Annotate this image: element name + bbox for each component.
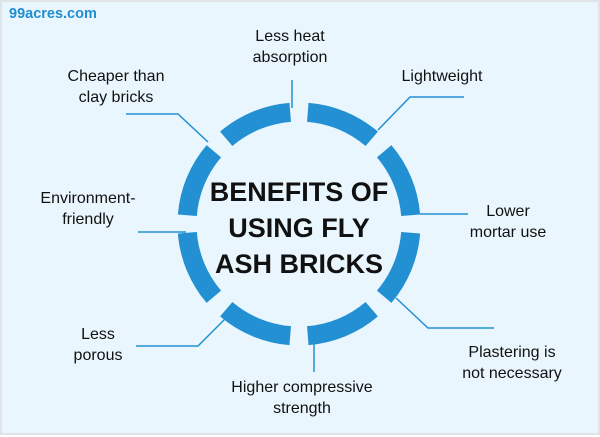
title-line: ASH BRICKS bbox=[214, 249, 384, 279]
ring-segment bbox=[177, 145, 222, 217]
benefit-lightweight: Lightweight bbox=[401, 68, 483, 85]
segmented-ring bbox=[177, 102, 421, 346]
leader-line bbox=[395, 297, 494, 329]
leader-line bbox=[126, 113, 209, 143]
ring-segment bbox=[220, 301, 292, 346]
ring-segment bbox=[177, 231, 222, 303]
center-title: BENEFITS OF USING FLY ASH BRICKS bbox=[210, 174, 389, 282]
leader-line bbox=[136, 315, 229, 347]
title-line: BENEFITS OF bbox=[209, 177, 389, 207]
ring-segment bbox=[376, 145, 421, 217]
ring-segment bbox=[376, 231, 421, 303]
title-line: USING FLY bbox=[228, 213, 370, 243]
ring-segment bbox=[220, 102, 292, 147]
ring-segment bbox=[306, 102, 378, 147]
ring-segment bbox=[306, 301, 378, 346]
benefit-environment-friendly: Environment-friendly bbox=[40, 190, 136, 228]
leader-lines bbox=[126, 80, 494, 372]
logo[interactable]: 99acres.com bbox=[9, 6, 97, 22]
leader-line bbox=[377, 96, 464, 131]
